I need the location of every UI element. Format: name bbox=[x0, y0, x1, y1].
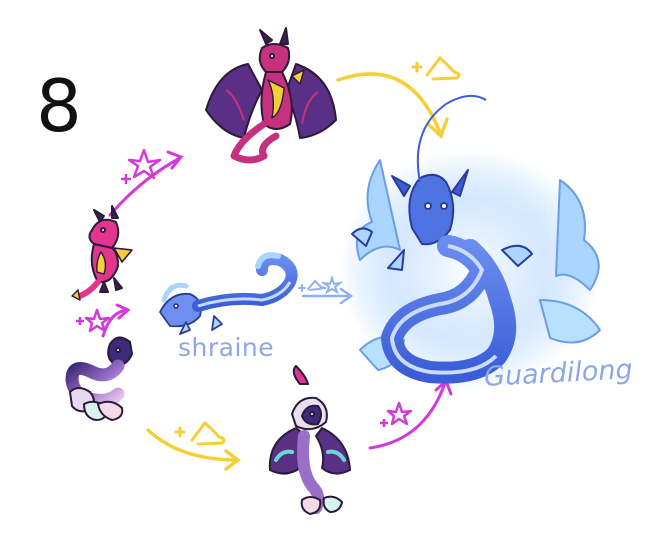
item-icon bbox=[174, 420, 226, 446]
arrow-winged-to-guardilong bbox=[336, 72, 449, 140]
guardilong-creature bbox=[340, 94, 601, 390]
arrow-serpent-to-dragon bbox=[101, 303, 131, 338]
star-icon bbox=[76, 308, 111, 333]
base-dragon-creature bbox=[71, 205, 133, 301]
winged-dragon-creature bbox=[205, 27, 337, 164]
star-item-icon bbox=[298, 274, 344, 295]
page-number: 8 bbox=[36, 64, 82, 148]
label-shraine: shraine bbox=[178, 333, 275, 362]
arrow-moth-to-guardilong bbox=[368, 378, 453, 450]
star-icon bbox=[380, 401, 413, 427]
shraine-creature bbox=[159, 252, 298, 335]
base-serpent-creature bbox=[65, 336, 133, 421]
arrow-serpent-to-moth bbox=[146, 428, 241, 471]
moth-serpent-creature bbox=[268, 365, 351, 515]
arrow-base-to-winged bbox=[108, 150, 184, 217]
item-icon bbox=[411, 55, 461, 81]
star-icon bbox=[121, 148, 162, 184]
